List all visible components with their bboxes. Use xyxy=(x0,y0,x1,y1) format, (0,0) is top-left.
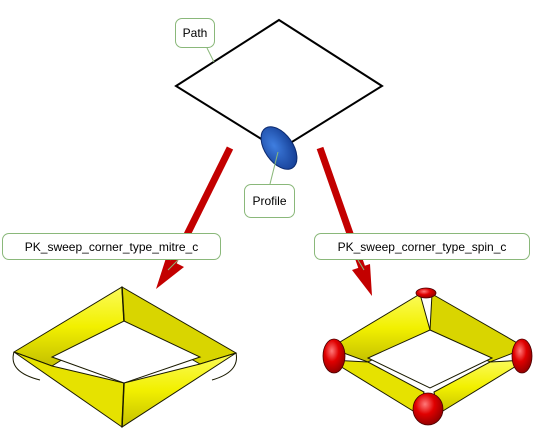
mitre-callout-leader xyxy=(167,259,179,271)
spin-callout-leader xyxy=(357,259,365,271)
mitre-swept-ring xyxy=(12,286,238,428)
sweep-profile-disc xyxy=(260,126,298,170)
spin-corner-ball-top xyxy=(415,287,437,299)
spin-inner-hole xyxy=(366,329,494,389)
spin-callout-label: PK_sweep_corner_type_spin_c xyxy=(314,233,530,260)
arrow-to-spin xyxy=(316,146,372,296)
spin-corner-ball-right xyxy=(511,338,533,374)
spin-corner-ball-bottom xyxy=(412,392,444,426)
profile-callout-leader xyxy=(269,151,279,185)
spin-tube-bottom-left xyxy=(329,359,425,415)
arrow-to-mitre xyxy=(156,146,234,289)
spin-swept-ring xyxy=(322,287,533,426)
spin-corner-ball-left xyxy=(322,338,346,374)
mitre-callout-label: PK_sweep_corner_type_mitre_c xyxy=(2,233,221,260)
path-callout-leader xyxy=(206,47,215,63)
path-callout-label: Path xyxy=(175,18,215,48)
profile-callout-label: Profile xyxy=(244,184,295,218)
